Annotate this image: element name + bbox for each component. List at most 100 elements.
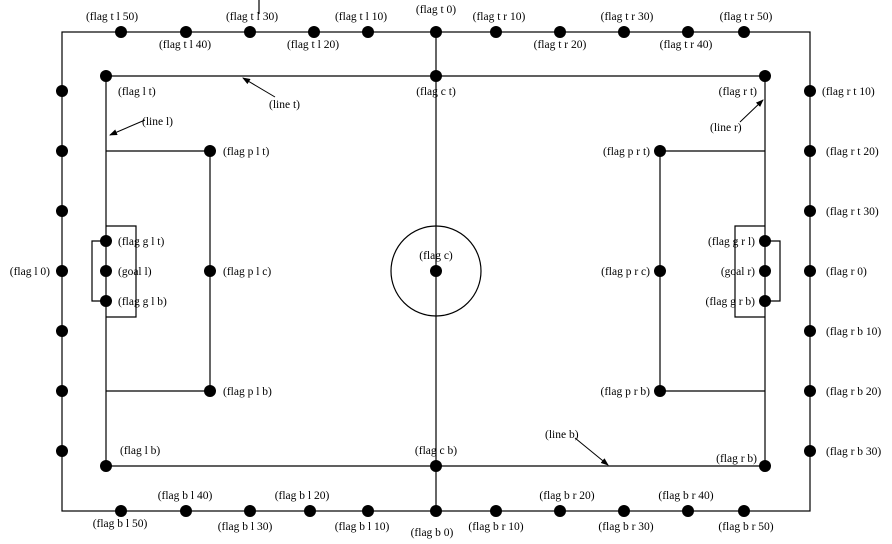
flag-g-l-t-marker (100, 235, 112, 247)
line-left-arrow (109, 119, 146, 136)
flag-t-l-10-marker (362, 26, 374, 38)
flag-p-l-c-marker (204, 265, 216, 277)
flag-t-l-20-label: (flag t l 20) (287, 39, 339, 51)
flag-c-t-label: (flag c t) (416, 86, 456, 98)
flag-r-0-marker (804, 265, 816, 277)
flag-t-r-10-marker (490, 26, 502, 38)
flag-r-t-20-marker (804, 145, 816, 157)
flag-r-b-30-label: (flag r b 30) (826, 446, 881, 458)
flag-r-t-marker (759, 70, 771, 82)
flag-t-l-40-label: (flag t l 40) (159, 39, 211, 51)
flag-g-r-b-marker (759, 295, 771, 307)
flag-l-b-label: (flag l b) (120, 445, 160, 457)
flag-b-r-20-label: (flag b r 20) (539, 490, 594, 502)
flag-g-r-l-label: (flag g r l) (708, 236, 755, 248)
flag-b-r-20-marker (554, 505, 566, 517)
flag-b-r-30-label: (flag b r 30) (598, 521, 653, 533)
flag-r-b-10-label: (flag r b 10) (826, 326, 881, 338)
flag-r-b-20-marker (804, 385, 816, 397)
flag-t-l-10-label: (flag t l 10) (335, 11, 387, 23)
flag-r-b-label: (flag r b) (716, 453, 757, 465)
flag-t-r-40-marker (682, 26, 694, 38)
flag-b-r-30-marker (618, 505, 630, 517)
flag-b-r-50-label: (flag b r 50) (718, 521, 773, 533)
flag-b-l-30-label: (flag b l 30) (218, 521, 273, 533)
flag-t-r-40-label: (flag t r 40) (660, 39, 713, 51)
flag-b-r-50-marker (738, 505, 750, 517)
flag-b-r-10-label: (flag b r 10) (468, 521, 523, 533)
flag-r-b-marker (759, 460, 771, 472)
flag-t-r-10-label: (flag t r 10) (473, 11, 526, 23)
flag-t-l-50-label: (flag t l 50) (86, 11, 138, 23)
flag-p-r-t-label: (flag p r t) (603, 146, 650, 158)
flag-r-b-30-marker (804, 445, 816, 457)
flag-c-marker (430, 265, 442, 277)
flag-b-r-40-label: (flag b r 40) (658, 490, 713, 502)
flag-r-t-30-label: (flag r t 30) (826, 206, 879, 218)
flag-l-t-label: (flag l t) (118, 86, 156, 98)
flag-c-t-marker (430, 70, 442, 82)
flag-g-r-b-label: (flag g r b) (706, 296, 756, 308)
flag-g-l-b-marker (100, 295, 112, 307)
flag-left-boundary-marker (56, 325, 68, 337)
center-circle (390, 225, 482, 317)
flag-t-r-20-label: (flag t r 20) (534, 39, 587, 51)
line-right-label: (line r) (710, 122, 742, 134)
flag-p-l-c-label: (flag p l c) (223, 266, 271, 278)
flag-c-b-marker (430, 460, 442, 472)
line-bottom-label: (line b) (545, 429, 579, 441)
flag-t-l-30-label: (flag t l 30) (226, 11, 278, 23)
goal-left-marker (100, 265, 112, 277)
flag-r-t-30-marker (804, 205, 816, 217)
flag-t-l-40-marker (180, 26, 192, 38)
goal-right-marker (759, 265, 771, 277)
line-right-arrow (739, 99, 764, 123)
line-bottom-arrow (574, 437, 609, 466)
flag-t-l-30-marker (244, 26, 256, 38)
flag-p-r-b-label: (flag p r b) (601, 386, 651, 398)
flag-t-l-50-marker (115, 26, 127, 38)
flag-left-boundary-marker (56, 205, 68, 217)
flag-t-0-label: (flag t 0) (416, 4, 456, 16)
flag-left-boundary-marker (56, 145, 68, 157)
flag-b-l-20-marker (304, 505, 316, 517)
flag-t-r-50-marker (738, 26, 750, 38)
flag-p-r-b-marker (654, 385, 666, 397)
flag-t-r-20-marker (554, 26, 566, 38)
flag-r-t-20-label: (flag r t 20) (826, 146, 879, 158)
flag-t-r-50-label: (flag t r 50) (720, 11, 773, 23)
flag-b-l-40-label: (flag b l 40) (158, 490, 213, 502)
flag-t-r-30-marker (618, 26, 630, 38)
goal-right-label: (goal r) (721, 266, 755, 278)
flag-p-l-b-label: (flag p l b) (223, 386, 272, 398)
flag-left-boundary-marker (56, 445, 68, 457)
flag-p-l-t-label: (flag p l t) (223, 146, 269, 158)
flag-p-r-c-marker (654, 265, 666, 277)
flag-p-l-t-marker (204, 145, 216, 157)
flag-t-l-20-marker (308, 26, 320, 38)
flag-left-boundary-marker (56, 85, 68, 97)
flag-r-t-10-marker (804, 85, 816, 97)
flag-b-l-50-marker (115, 505, 127, 517)
flag-b-l-30-marker (244, 505, 256, 517)
flag-b-0-marker (430, 505, 442, 517)
flag-b-l-20-label: (flag b l 20) (275, 490, 330, 502)
flag-b-l-40-marker (180, 505, 192, 517)
flag-l-t-marker (100, 70, 112, 82)
goal-area-right (734, 225, 765, 318)
flag-l-b-marker (100, 460, 112, 472)
flag-p-l-b-marker (204, 385, 216, 397)
goal-box-left (91, 240, 106, 302)
goal-left-label: (goal l) (118, 266, 152, 278)
flag-p-r-c-label: (flag p r c) (601, 266, 650, 278)
flag-t-r-30-label: (flag t r 30) (601, 11, 654, 23)
line-left-label: (line l) (142, 116, 173, 128)
flag-r-b-10-marker (804, 325, 816, 337)
flag-r-t-10-label: (flag r t 10) (822, 86, 875, 98)
flag-b-r-40-marker (682, 505, 694, 517)
flag-r-t-label: (flag r t) (719, 86, 757, 98)
flag-t-0-marker (430, 26, 442, 38)
flag-b-l-10-marker (362, 505, 374, 517)
goal-box-right (765, 240, 781, 302)
